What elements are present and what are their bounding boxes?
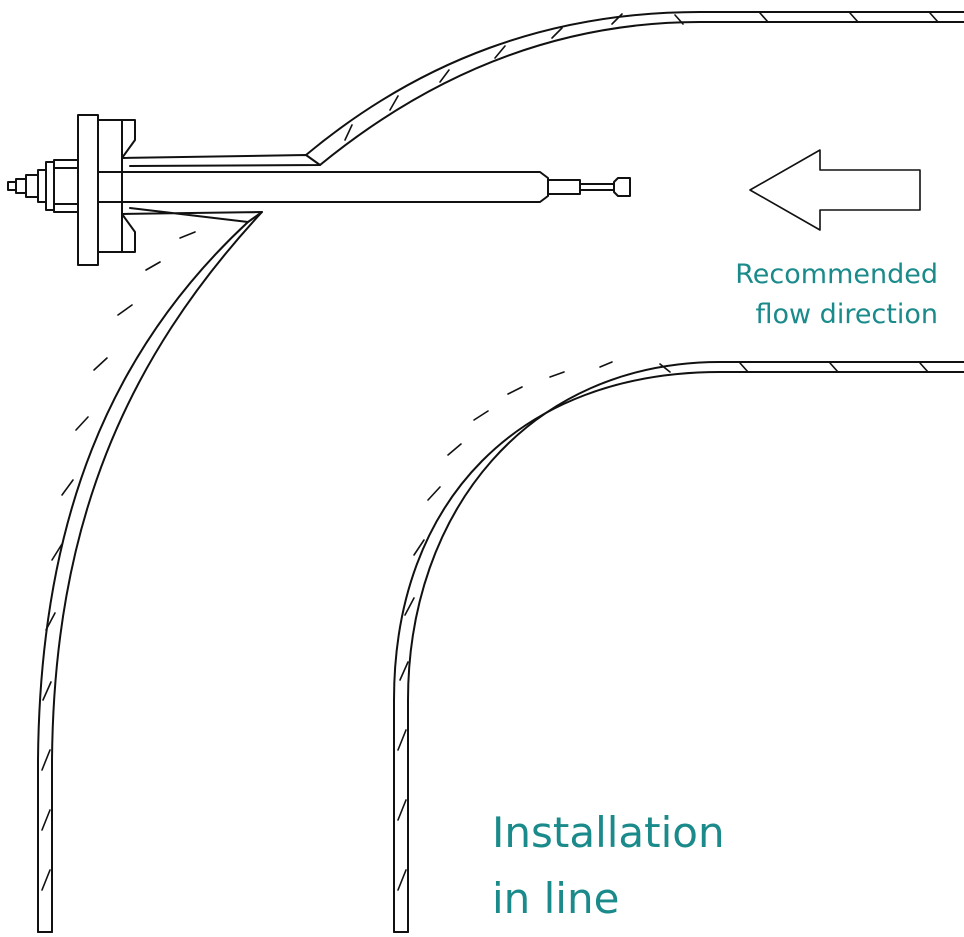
- inner-wall-inner-line: [407, 361, 964, 933]
- flange-plate: [77, 114, 99, 266]
- inner-wall-outer-line: [393, 371, 964, 933]
- gland-fitting: [7, 159, 79, 213]
- flow-label-line-1: Recommended: [735, 259, 938, 290]
- installation-line-2: in line: [492, 874, 620, 923]
- installation-line-1: Installation: [492, 808, 725, 857]
- probe: [97, 171, 631, 203]
- flange-raised-face: [97, 119, 123, 253]
- outer-wall-inner-line: [51, 21, 964, 933]
- flow-arrow-icon: [749, 149, 921, 231]
- sensor-nozzle: [121, 119, 321, 253]
- wall-hatching: [41, 12, 939, 891]
- flow-direction-label: Recommended flow direction: [735, 255, 938, 335]
- outer-wall-outer-line: [37, 11, 964, 933]
- flow-label-line-2: flow direction: [755, 299, 938, 330]
- installation-title: Installation in line: [492, 800, 725, 932]
